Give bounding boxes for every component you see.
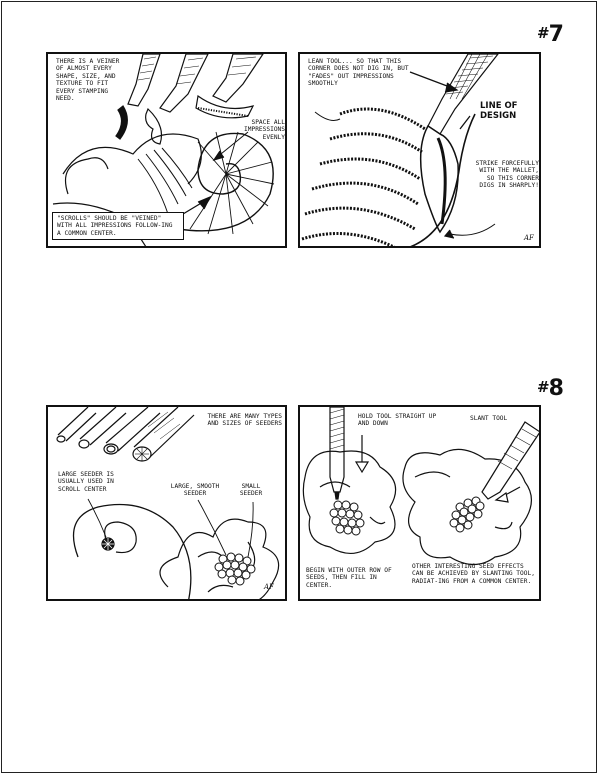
caption-space-evenly: Space all impressions evenly xyxy=(244,119,285,141)
caption-hold-straight: Hold tool straight up and down xyxy=(358,413,437,428)
artist-signature: AF xyxy=(524,234,534,242)
caption-begin-outer-row: Begin with outer row of seeds, then fill… xyxy=(306,567,392,589)
caption-smooth-seeder: Large, smooth seeder xyxy=(170,483,220,498)
caption-small-seeder: Small seeder xyxy=(239,483,263,498)
section-number-7: #7 xyxy=(537,22,564,47)
panel-seed-technique: Hold tool straight up and down Slant too… xyxy=(298,405,541,601)
seeder-tool-3 xyxy=(103,407,161,455)
caption-scrolls-veined: "Scrolls" should be "veined" with all im… xyxy=(52,212,184,241)
panel-seeders: There are many types and sizes of seeder… xyxy=(46,405,287,601)
panel-veiner-tools: There is a veiner of almost every shape,… xyxy=(46,52,287,248)
lean-tool-illustration xyxy=(301,54,499,246)
veiner-tool-2 xyxy=(159,54,209,113)
caption-other-effects: Other interesting seed effects can be ac… xyxy=(412,563,535,585)
veiner-tool-3 xyxy=(212,54,264,103)
seed-cluster-radiating xyxy=(449,496,485,533)
caption-large-seeder: Large seeder is usually used in scroll c… xyxy=(58,471,114,493)
seeders-illustration xyxy=(56,407,280,599)
seeder-tool-4 xyxy=(132,407,195,462)
caption-slant-tool: Slant tool xyxy=(470,415,508,422)
section-number-8: #8 xyxy=(537,376,564,401)
panel-lean-tool: Lean tool... so that this corner does no… xyxy=(298,52,541,248)
veiner-tool-1 xyxy=(127,54,161,107)
caption-lean-tool: Lean tool... so that this corner does no… xyxy=(308,58,409,88)
seeder-tool-2 xyxy=(78,407,127,449)
veiner-tool-shaft xyxy=(427,54,499,135)
caption-strike: Strike forcefully with the mallet, so th… xyxy=(475,160,539,190)
seed-technique-illustration xyxy=(302,407,539,566)
caption-line-of-design: Line of design xyxy=(480,101,518,121)
veined-scroll xyxy=(177,131,275,235)
seeder-tool-vertical xyxy=(329,407,345,500)
seeder-tool-1 xyxy=(56,407,97,443)
seeder-tool-slanted xyxy=(481,421,539,500)
impression-rows xyxy=(301,107,426,246)
seed-cluster xyxy=(214,552,256,586)
caption-veiner: There is a veiner of almost every shape,… xyxy=(56,58,120,103)
caption-many-seeders: There are many types and sizes of seeder… xyxy=(207,413,282,428)
seed-row-outer xyxy=(329,500,365,536)
artist-signature: AF xyxy=(264,583,274,591)
